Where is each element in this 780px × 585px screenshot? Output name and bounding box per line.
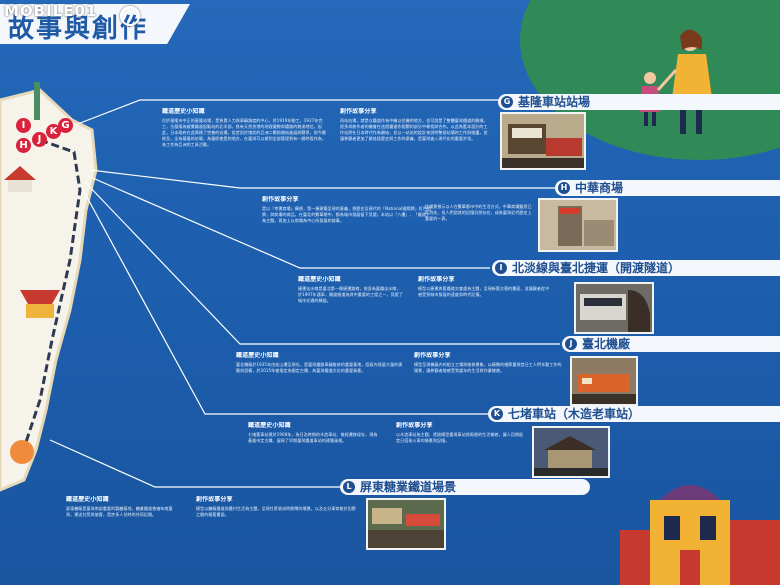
station-h-story: 創作故事分享 是以「幸運商場」構想，第一棟建築呈現的意義，把歷史及現代的「Nat…	[262, 196, 432, 258]
map-pin-j: J	[32, 132, 47, 147]
photo-qidu-station	[532, 426, 610, 478]
station-title-text: 臺北機廠	[582, 337, 631, 351]
history-heading: 鐵道歷史小知識	[248, 422, 291, 429]
history-heading: 鐵道歷史小知識	[162, 108, 205, 115]
station-l-story: 創作故事分享 模型以糖廠鐵道與農村生活為主題，呈現甘蔗收成時熱鬧的場景，以及五分…	[196, 496, 356, 556]
story-text: 是以「幸運商場」構想，第一棟建築呈現的意義，把歷史及現代的「National國際…	[262, 206, 432, 223]
story-heading: 創作故事分享	[396, 422, 433, 429]
station-badge-k: K	[491, 408, 503, 420]
map-pin-g: G	[58, 118, 73, 133]
station-title-text: 七堵車站（木造老車站）	[508, 407, 641, 421]
header-banner: 故事與創作	[0, 4, 190, 44]
photo-zhonghua-market	[538, 198, 618, 252]
photo-pingtung-sugar-railway	[366, 498, 446, 550]
watermark-text: MOBILE01	[4, 2, 98, 20]
station-title-i: I 北淡線與臺北捷運（開渡隧道）	[492, 260, 780, 276]
station-k-history: 鐵道歷史小知識 七堵舊車站建於1908年，為日治時期的木造車站，後經遷移保存，現…	[248, 422, 378, 476]
history-heading: 鐵道歷史小知識	[66, 496, 109, 503]
station-j-history: 鐵道歷史小知識 臺北機廠於1935年由松山遷至現址，是臺灣鐵路車輛維修的重要基地…	[236, 352, 404, 402]
story-heading: 創作故事分享	[418, 276, 455, 283]
station-h-story-extra: 該場景預示以人在繁華都市中的生活方式，中華商場雖然已經消失，但人們對其的記憶仍然…	[425, 204, 535, 256]
story-text: 該場景預示以人在繁華都市中的生活方式，中華商場雖然已經消失，但人們對其的記憶仍然…	[425, 204, 532, 221]
station-title-h: H 中華商場	[555, 180, 780, 196]
story-text: 再站站場，就是以鐵道作為中機以往機的地方，也可說是了整體臺灣鐵道的開端，很多與創…	[340, 118, 488, 141]
station-title-text: 北淡線與臺北捷運（開渡隧道）	[512, 261, 681, 275]
station-badge-j: J	[565, 338, 577, 350]
history-text: 屏東糖廠是臺灣南部重要的製糖基地，糖業鐵道曾遍布南臺灣，運送甘蔗與旅客，是許多人…	[66, 506, 173, 517]
station-title-j: J 臺北機廠	[562, 336, 780, 352]
station-title-text: 中華商場	[575, 181, 624, 195]
story-text: 模型以糖廠鐵道與農村生活為主題，呈現甘蔗收成時熱鬧的場景，以及五分車穿梭於田野之…	[196, 506, 356, 517]
station-title-k: K 七堵車站（木造老車站）	[488, 406, 780, 422]
station-building-illustration	[620, 485, 780, 585]
photo-metro-tunnel	[574, 282, 654, 334]
map-pin-h: H	[16, 138, 31, 153]
story-text: 模型呈現機廠內的組立工場與維修景象，以精緻的細節重現昔日工人們辛勤工作的場景，讓…	[414, 362, 562, 373]
taipei-101-icon	[34, 82, 40, 120]
station-badge-i: I	[495, 262, 507, 274]
story-heading: 創作故事分享	[340, 108, 377, 115]
photo-taipei-railway-workshop	[570, 356, 638, 406]
building-roof-icon	[4, 166, 36, 180]
history-text: 位於基隆市中正的基隆站場，是負責人力與車輛調度的中心，於1919年動工，1927…	[162, 118, 326, 147]
station-g-history: 鐵道歷史小知識 位於基隆市中正的基隆站場，是負責人力與車輛調度的中心，於1919…	[162, 108, 330, 168]
temple-roof-icon	[20, 290, 60, 304]
temple-body-icon	[26, 304, 54, 318]
station-k-story: 創作故事分享 以木造車站為主題，透過模型重現車站與周邊的生活樣貌，讓人回想起昔日…	[396, 422, 524, 476]
history-heading: 鐵道歷史小知識	[298, 276, 341, 283]
story-text: 模型以捷運與舊鐵道交會處為主題，呈現新舊交替的畫面，並讓觀者從中感受到城市發展的…	[418, 286, 550, 297]
history-text: 七堵舊車站建於1908年，為日治時期的木造車站，後經遷移保存，現為基隆市定古蹟，…	[248, 432, 378, 443]
history-text: 捷運淡水線是臺北第一條捷運路線，前身為臺鐵淡水線，於1997年通車，開渡隧道為其…	[298, 286, 403, 303]
history-heading: 鐵道歷史小知識	[236, 352, 279, 359]
station-l-history: 鐵道歷史小知識 屏東糖廠是臺灣南部重要的製糖基地，糖業鐵道曾遍布南臺灣，運送甘蔗…	[66, 496, 178, 556]
history-text: 臺北機廠於1935年由松山遷至現址，是臺灣鐵路車輛維修的重要基地，園區內保留大量…	[236, 362, 403, 373]
map-pin-i: I	[16, 118, 31, 133]
station-i-story: 創作故事分享 模型以捷運與舊鐵道交會處為主題，呈現新舊交替的畫面，並讓觀者從中感…	[418, 276, 553, 332]
station-j-story: 創作故事分享 模型呈現機廠內的組立工場與維修景象，以精緻的細節重現昔日工人們辛勤…	[414, 352, 562, 402]
station-badge-l: L	[343, 481, 355, 493]
story-text: 以木造車站為主題，透過模型重現車站與周邊的生活樣貌，讓人回想起昔日搭乘火車的情景…	[396, 432, 524, 443]
story-heading: 創作故事分享	[262, 196, 299, 203]
station-badge-h: H	[558, 182, 570, 194]
watermark-logo-icon	[120, 6, 140, 26]
photo-keelung-station	[500, 112, 586, 170]
story-heading: 創作故事分享	[414, 352, 451, 359]
map-pin-k: K	[46, 124, 61, 139]
building-body-icon	[8, 180, 32, 192]
station-badge-g: G	[501, 96, 513, 108]
station-title-text: 基隆車站站場	[518, 95, 591, 109]
station-title-text: 屏東糖業鐵道場景	[360, 480, 457, 494]
taiwan-map	[0, 82, 98, 492]
balloon-icon	[10, 440, 34, 464]
station-g-story: 創作故事分享 再站站場，就是以鐵道作為中機以往機的地方，也可說是了整體臺灣鐵道的…	[340, 108, 490, 174]
station-i-history: 鐵道歷史小知識 捷運淡水線是臺北第一條捷運路線，前身為臺鐵淡水線，於1997年通…	[298, 276, 403, 326]
railway-line	[18, 138, 82, 461]
story-heading: 創作故事分享	[196, 496, 233, 503]
station-title-g: G 基隆車站站場	[498, 94, 780, 110]
station-title-l: L 屏東糖業鐵道場景	[340, 479, 590, 495]
